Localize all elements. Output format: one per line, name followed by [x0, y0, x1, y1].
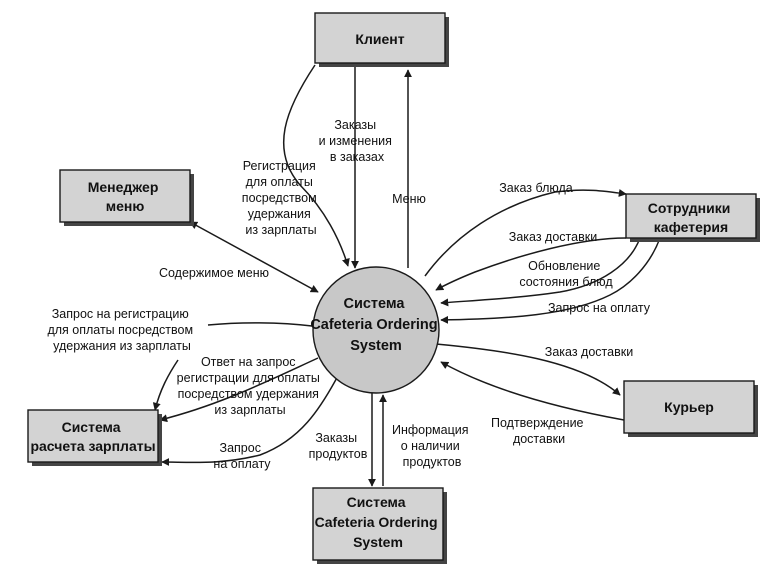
flow-registration-request-label: Запрос на регистрацию для оплаты посредс…	[47, 307, 196, 353]
flow-delivery-order-staff-label: Заказ доставки	[509, 230, 597, 244]
flow-product-availability-label: Информация о наличии продуктов	[392, 423, 472, 469]
flow-menu-contents-label: Содержимое меню	[159, 266, 269, 280]
flow-payroll-registration-label: Регистрация для оплаты посредством удерж…	[242, 159, 320, 237]
entity-inventory: Система Cafeteria Ordering System	[312, 487, 447, 564]
entity-client: Клиент	[314, 12, 449, 67]
flow-labels: Заказы и изменения в заказах Меню Регист…	[47, 118, 650, 471]
flow-registration-response-line	[159, 357, 319, 423]
flow-payment-request-payroll-line	[161, 371, 341, 467]
flow-delivery-order-courier-line	[435, 343, 621, 396]
entity-menu-manager-label: Менеджер меню	[88, 179, 163, 214]
flow-delivery-order-courier-label: Заказ доставки	[545, 345, 633, 359]
flow-registration-request-to-payroll-line	[152, 359, 179, 411]
flow-meal-order-label: Заказ блюда	[499, 181, 573, 195]
flow-menu-label: Меню	[392, 192, 426, 206]
entity-inventory-label: Система Cafeteria Ordering System	[315, 494, 442, 550]
entity-courier-label: Курьер	[664, 399, 714, 415]
entity-menu-manager: Менеджер меню	[59, 169, 194, 226]
flow-lines	[152, 64, 661, 487]
entity-courier: Курьер	[623, 380, 758, 437]
flow-menu-contents-line	[189, 221, 319, 293]
flow-registration-response-label: Ответ на запрос регистрации для оплаты п…	[177, 355, 324, 417]
flow-meal-status-label: Обновление состояния блюд	[519, 259, 613, 289]
central-process-label: Система Cafeteria Ordering System	[310, 296, 441, 354]
entity-payroll: Система расчета зарплаты	[27, 409, 162, 466]
flow-product-orders-label: Заказы продуктов	[309, 431, 368, 461]
flow-delivery-order-staff-line	[435, 237, 627, 291]
flow-registration-request-line	[207, 322, 313, 327]
entity-cafeteria-staff: Сотрудники кафетерия	[625, 193, 760, 242]
flow-payment-request-staff-line	[440, 237, 661, 324]
flow-payroll-registration-line	[283, 64, 350, 267]
flow-delivery-confirmation-label: Подтверждение доставки	[491, 416, 587, 446]
flow-payment-request-staff-label: Запрос на оплату	[548, 301, 651, 315]
entity-cafeteria-staff-label: Сотрудники кафетерия	[648, 200, 734, 235]
central-process: Система Cafeteria Ordering System	[310, 266, 441, 394]
flow-delivery-confirmation-line	[440, 361, 625, 421]
entity-client-label: Клиент	[355, 31, 404, 47]
flow-payment-request-payroll-label: Запрос на оплату	[213, 441, 271, 471]
flow-orders-changes-label: Заказы и изменения в заказах	[319, 118, 396, 164]
flow-meal-status-line	[440, 237, 641, 307]
flow-meal-order-line	[424, 189, 627, 277]
entity-payroll-label: Система расчета зарплаты	[30, 419, 155, 454]
